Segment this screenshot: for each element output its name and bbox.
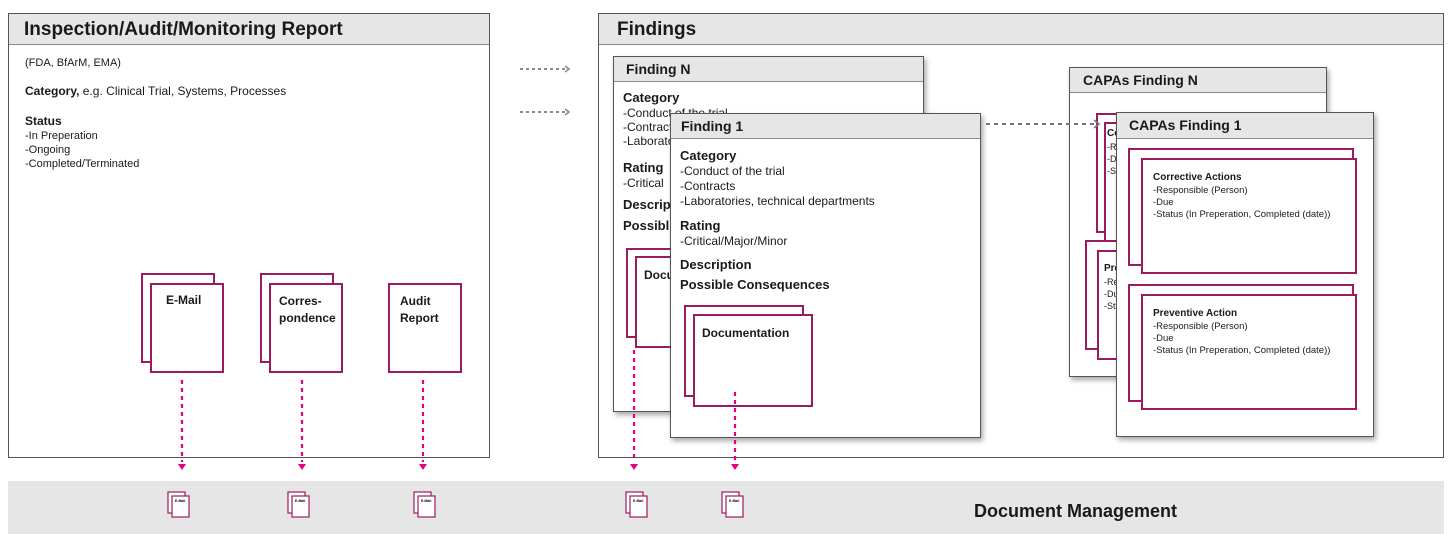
finding-1-card: Finding 1 Category -Conduct of the trial… [670,113,981,438]
finding-n-doc-icon: E-Mail [625,491,648,518]
capas-1-title: CAPAs Finding 1 [1129,117,1242,133]
findings-title-bar: Findings [599,14,1443,45]
report-status-list: -In Preperation -Ongoing -Completed/Term… [25,129,139,171]
report-status-label: Status [25,114,62,128]
capas-n-title: CAPAs Finding N [1083,72,1198,88]
report-authorities: (FDA, BfArM, EMA) [25,57,121,69]
audit-report-doc-icon: E-Mail [413,491,436,518]
correspondence-doc-icon: E-Mail [287,491,310,518]
report-panel: Inspection/Audit/Monitoring Report (FDA,… [8,13,490,458]
preventive-action-doc: Preventive Action -Responsible (Person) … [1141,294,1357,410]
svg-text:E-Mail: E-Mail [175,499,185,503]
finding-1-doc: Documentation [693,314,813,407]
report-category: Category, e.g. Clinical Trial, Systems, … [25,84,287,98]
svg-text:E-Mail: E-Mail [295,499,305,503]
corrective-actions-doc: Corrective Actions -Responsible (Person)… [1141,158,1357,274]
findings-title: Findings [617,19,697,40]
preventive-action-label: Preventive Action [1153,308,1238,319]
finding-n-title: Finding N [626,61,691,77]
svg-text:E-Mail: E-Mail [421,499,431,503]
finding-1-doc-icon: E-Mail [721,491,744,518]
status-item: -Ongoing [25,144,71,156]
status-item: -In Preperation [25,130,98,142]
svg-text:E-Mail: E-Mail [633,499,643,503]
status-item: -Completed/Terminated [25,158,140,170]
report-title: Inspection/Audit/Monitoring Report [24,19,343,40]
document-management-title: Document Management [974,501,1178,521]
audit-report-doc: Audit Report [388,283,462,373]
svg-text:E-Mail: E-Mail [729,499,739,503]
finding-1-title: Finding 1 [681,118,744,134]
report-to-findings-arrows [520,68,566,113]
email-doc-icon: E-Mail [167,491,190,518]
report-title-bar: Inspection/Audit/Monitoring Report [9,14,489,45]
correspondence-doc: Corres- pondence [269,283,343,373]
corrective-actions-label: Corrective Actions [1153,172,1242,183]
email-doc: E-Mail [150,283,224,373]
